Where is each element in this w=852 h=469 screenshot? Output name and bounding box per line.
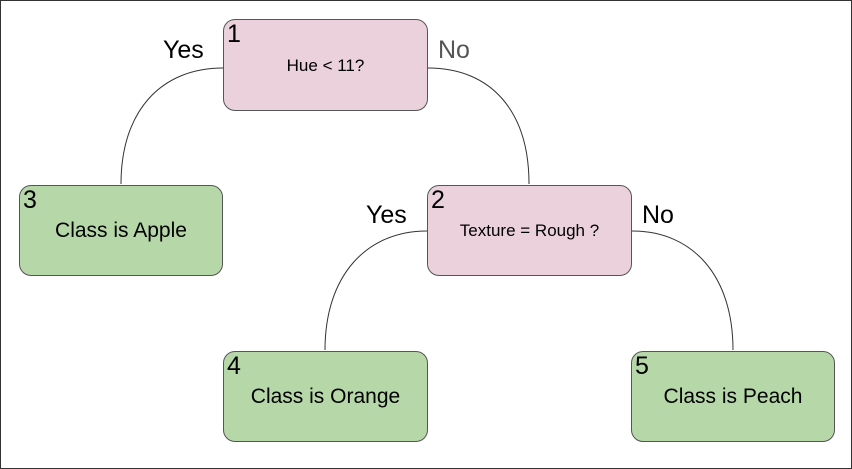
node-1-number: 1	[227, 20, 241, 48]
edge-2-to-5	[631, 230, 734, 351]
node-2-number: 2	[431, 186, 445, 214]
node-3-class-apple[interactable]: 3 Class is Apple	[19, 185, 223, 276]
node-1-label: Hue < 11?	[286, 56, 365, 75]
node-2-texture-test[interactable]: 2 Texture = Rough ?	[427, 185, 632, 276]
edge-1-to-3	[120, 67, 224, 185]
edge-label-2-4-yes: Yes	[366, 201, 407, 229]
node-5-label: Class is Peach	[663, 385, 803, 408]
node-2-label: Texture = Rough ?	[459, 221, 600, 240]
edge-label-1-3-yes: Yes	[163, 36, 204, 64]
node-3-label: Class is Apple	[55, 219, 187, 242]
edge-label-1-2-no: No	[438, 36, 470, 64]
edge-1-to-2	[427, 67, 530, 185]
node-3-number: 3	[23, 186, 37, 214]
node-5-class-peach[interactable]: 5 Class is Peach	[631, 351, 835, 442]
node-5-number: 5	[635, 352, 649, 380]
edge-2-to-4	[324, 230, 428, 351]
node-4-label: Class is Orange	[250, 385, 401, 408]
node-4-number: 4	[227, 352, 241, 380]
node-1-hue-test[interactable]: 1 Hue < 11?	[223, 19, 428, 111]
edge-label-2-5-no: No	[642, 201, 674, 229]
node-4-class-orange[interactable]: 4 Class is Orange	[223, 351, 428, 442]
